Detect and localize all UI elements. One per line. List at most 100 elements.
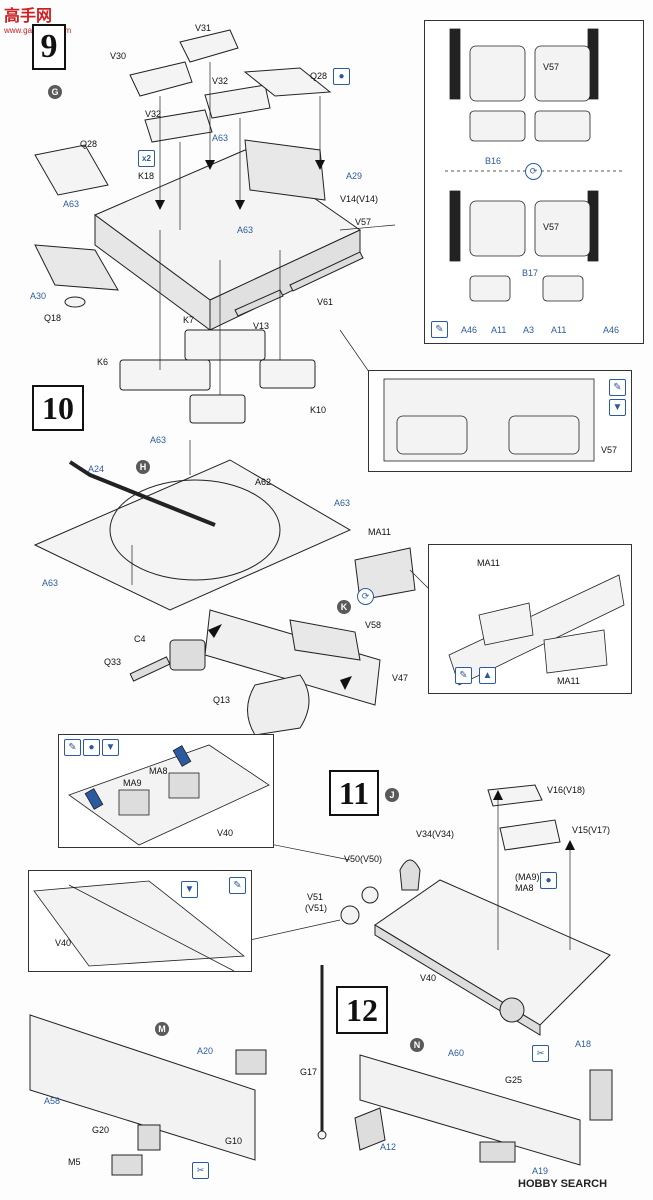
label-a12: A12 bbox=[380, 1142, 397, 1152]
label-q28: Q28 bbox=[310, 71, 328, 81]
label-v31: V31 bbox=[195, 23, 212, 33]
label-a63: A63 bbox=[334, 498, 351, 508]
label-a58: A58 bbox=[44, 1096, 61, 1106]
label-v47: V47 bbox=[392, 673, 409, 683]
part-a12 bbox=[354, 1107, 386, 1151]
label-v14: V14(V14) bbox=[340, 194, 379, 204]
glue-drop-icon: ● bbox=[333, 68, 350, 85]
arrow-up-icon: ▲ bbox=[479, 667, 496, 684]
frame-k10b bbox=[189, 394, 246, 424]
glue-drop-icon: ● bbox=[540, 872, 557, 889]
part-a18 bbox=[589, 1069, 613, 1121]
label-ma8: MA8 bbox=[515, 883, 534, 893]
cut-icon: ▼ bbox=[102, 739, 119, 756]
label-g10: G10 bbox=[225, 1136, 243, 1146]
step-number-10: 10 bbox=[32, 385, 84, 431]
part-v34 bbox=[399, 859, 421, 891]
part-ma11 bbox=[354, 547, 416, 601]
brand-text: HOBBY SEARCH bbox=[518, 1178, 608, 1190]
step-number-11: 11 bbox=[329, 770, 379, 816]
label-ma9: MA9 bbox=[123, 778, 142, 788]
step-number-12: 12 bbox=[336, 986, 388, 1034]
label-k7: K7 bbox=[183, 315, 195, 325]
label-a19: A19 bbox=[532, 1166, 549, 1176]
paint-brush-icon: ✎ bbox=[609, 379, 626, 396]
label-q13: Q13 bbox=[213, 695, 231, 705]
label-q33: Q33 bbox=[104, 657, 122, 667]
label-v57: V57 bbox=[543, 222, 560, 232]
flip-over-icon: ⟳ bbox=[357, 588, 374, 605]
subassembly-m: M bbox=[155, 1022, 169, 1036]
strip-v61 bbox=[289, 251, 364, 292]
paint-brush-icon: ✎ bbox=[431, 321, 448, 338]
inset-v40-detail: V40 ▼ ✎ bbox=[28, 870, 252, 972]
label-m5: M5 bbox=[68, 1157, 81, 1167]
label-v32: V32 bbox=[145, 109, 162, 119]
subassembly-h: H bbox=[136, 460, 150, 474]
paint-brush-icon: ✎ bbox=[455, 667, 472, 684]
panel-v58 bbox=[289, 619, 361, 661]
cut-icon: ▼ bbox=[181, 881, 198, 898]
label-a63: A63 bbox=[212, 133, 229, 143]
subassembly-j: J bbox=[385, 788, 399, 802]
part-q13 bbox=[247, 674, 310, 736]
label-a20: A20 bbox=[197, 1046, 214, 1056]
part-m5 bbox=[111, 1154, 143, 1176]
label-v51: V51 bbox=[307, 892, 324, 902]
inset-v57-detail: V57 ✎ ▼ bbox=[368, 370, 632, 472]
cut-icon: ✂ bbox=[192, 1162, 209, 1179]
step-number-9: 9 bbox=[32, 24, 66, 70]
label-a63: A63 bbox=[42, 578, 59, 588]
frame-k6 bbox=[119, 359, 211, 391]
label-v58: V58 bbox=[365, 620, 382, 630]
label-k18: K18 bbox=[138, 171, 155, 181]
label-v40: V40 bbox=[55, 938, 72, 948]
side-plate-a58 bbox=[29, 1014, 256, 1161]
label-a11: A11 bbox=[551, 325, 567, 335]
part-v40-hub bbox=[499, 997, 525, 1023]
paint-brush-icon: ✎ bbox=[64, 739, 81, 756]
inset-hatch-detail: V57 B16 V57 B17 A46 A11 A3 A11 A46 ⟳ ✎ bbox=[424, 20, 644, 344]
label-q28: Q28 bbox=[80, 139, 98, 149]
label-g20: G20 bbox=[92, 1125, 110, 1135]
label-ma11: MA11 bbox=[368, 527, 391, 537]
label-v15: V15(V17) bbox=[572, 825, 611, 835]
hatch-v16 bbox=[487, 784, 543, 807]
label-v32: V32 bbox=[212, 76, 229, 86]
label-b16: B16 bbox=[485, 156, 502, 166]
part-v50 bbox=[361, 886, 379, 904]
label-a62: A62 bbox=[255, 477, 272, 487]
part-g20 bbox=[137, 1124, 161, 1151]
part-c4 bbox=[169, 639, 206, 671]
label-c4: C4 bbox=[134, 634, 146, 644]
inset-ma8-detail: MA8 MA9 V40 ✎ ● ▼ bbox=[58, 734, 274, 848]
subassembly-n: N bbox=[410, 1038, 424, 1052]
watermark-title: 高手网 bbox=[4, 8, 53, 25]
panel-q28a bbox=[34, 144, 109, 196]
label-b17: B17 bbox=[522, 268, 539, 278]
label-v57: V57 bbox=[355, 217, 372, 227]
flip-over-icon: ⟳ bbox=[525, 163, 542, 180]
label-a29: A29 bbox=[346, 171, 363, 181]
deck-plate-drawing bbox=[33, 459, 352, 611]
glue-drop-icon: ● bbox=[83, 739, 100, 756]
frame-k10a bbox=[259, 359, 316, 389]
label-v40: V40 bbox=[217, 828, 234, 838]
label-k10: K10 bbox=[310, 405, 327, 415]
box-a30 bbox=[34, 244, 119, 291]
side-plate-a60 bbox=[359, 1054, 581, 1166]
part-a20 bbox=[235, 1049, 267, 1075]
quantity-x2-badge: x2 bbox=[138, 150, 155, 167]
hatch-v30 bbox=[129, 61, 193, 97]
label-v40: V40 bbox=[420, 973, 437, 983]
turret-ring bbox=[109, 479, 281, 581]
label-ma11: MA11 bbox=[477, 558, 500, 568]
frame-k7 bbox=[184, 329, 266, 361]
part-q33 bbox=[129, 656, 171, 682]
label-a3: A3 bbox=[523, 325, 535, 335]
label-v50: V50(V50) bbox=[344, 854, 383, 864]
label-a46: A46 bbox=[461, 325, 478, 335]
label-v61: V61 bbox=[317, 297, 334, 307]
